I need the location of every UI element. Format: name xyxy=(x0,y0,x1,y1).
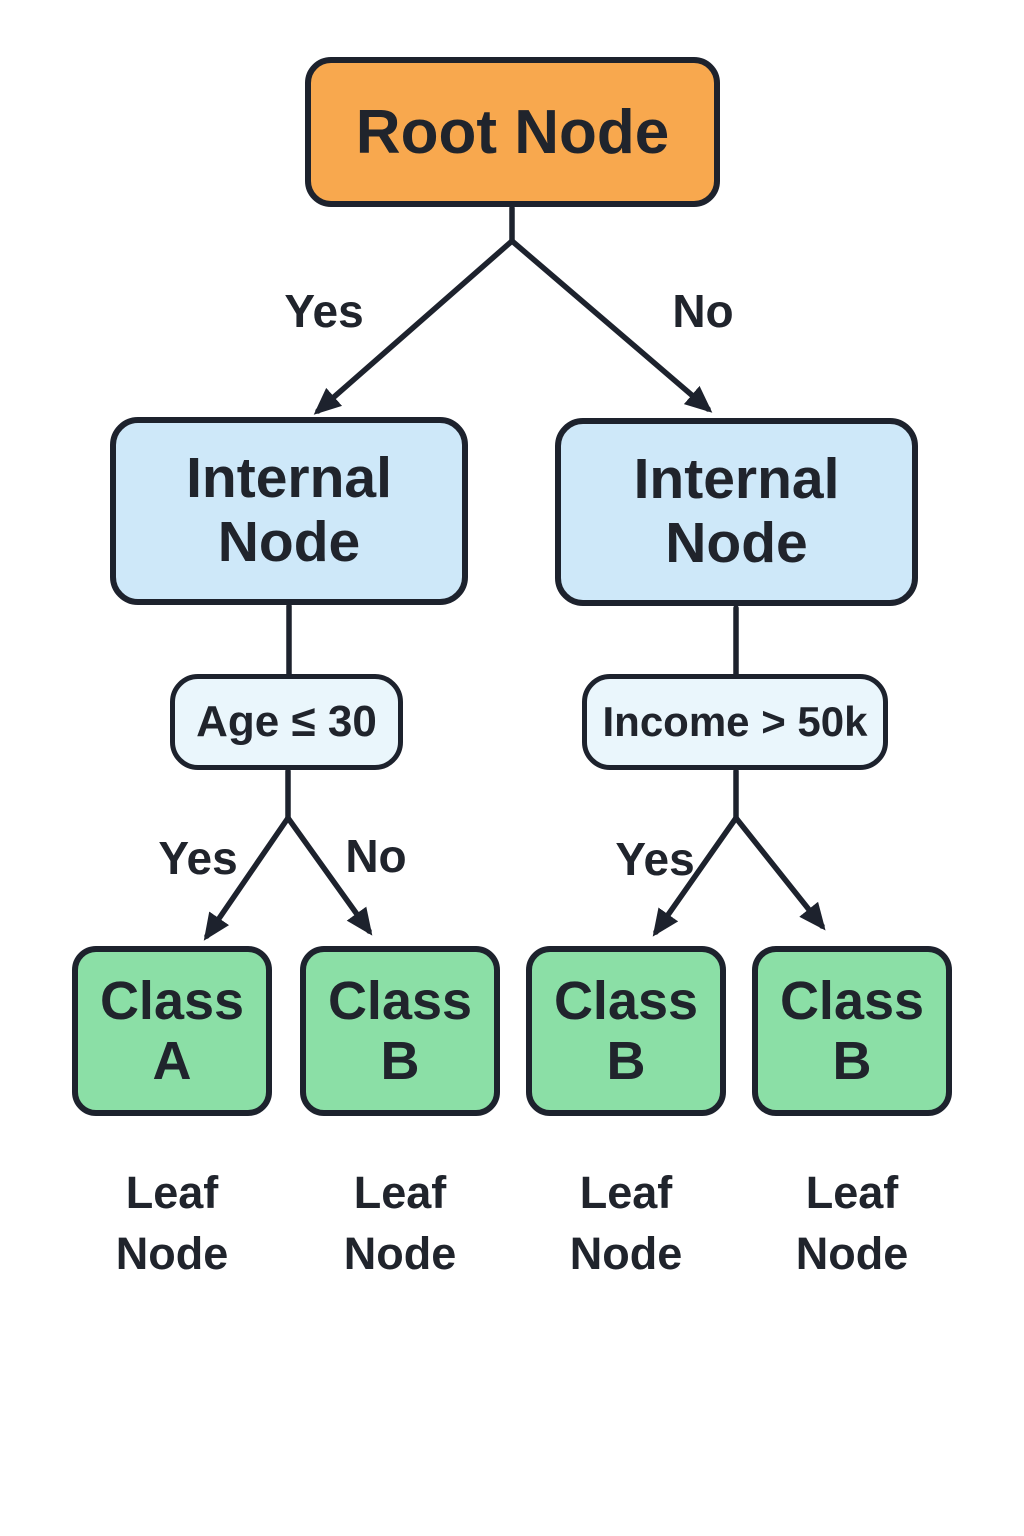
edge-label-root-yes: Yes xyxy=(284,285,364,337)
condition-income-node: Income > 50k xyxy=(582,674,888,770)
edge-condition-income-to-leaf-2 xyxy=(652,815,739,937)
edge-label-root-no: No xyxy=(672,285,734,337)
internal-node-right-label: Internal Node xyxy=(633,447,840,575)
edge-condition-age-to-leaf-1 xyxy=(285,815,373,936)
condition-age-label: Age ≤ 30 xyxy=(196,697,377,746)
edge-label-age-yes: Yes xyxy=(158,832,238,884)
condition-age-node: Age ≤ 30 xyxy=(170,674,403,770)
leaf-node-class-b-1-label: Class B xyxy=(327,970,473,1091)
leaf-node-class-a: Class A xyxy=(72,946,272,1116)
internal-node-left: Internal Node xyxy=(110,417,468,605)
leaf-node-class-a-label: Class A xyxy=(99,970,245,1091)
edge-label-income-yes: Yes xyxy=(615,833,695,885)
edge-condition-age-to-leaf-0 xyxy=(203,815,291,941)
edge-root-to-internal-right xyxy=(509,238,713,413)
internal-node-left-label: Internal Node xyxy=(186,446,392,574)
leaf-node-class-b-2-label: Class B xyxy=(553,970,699,1091)
leaf-node-class-b-3-label: Class B xyxy=(779,970,925,1091)
internal-node-right: Internal Node xyxy=(555,418,918,606)
root-node-label: Root Node xyxy=(355,97,670,167)
edge-condition-income-to-leaf-3 xyxy=(733,815,826,931)
leaf-caption-2: Leaf Node xyxy=(569,1167,683,1279)
leaf-node-class-b-2: Class B xyxy=(526,946,726,1116)
root-node: Root Node xyxy=(305,57,720,207)
condition-income-label: Income > 50k xyxy=(602,698,868,745)
leaf-caption-3: Leaf Node xyxy=(795,1167,909,1279)
leaf-node-class-b-1: Class B xyxy=(300,946,500,1116)
edge-root-to-internal-left xyxy=(313,238,515,415)
edge-label-age-no: No xyxy=(345,830,407,882)
leaf-caption-0: Leaf Node xyxy=(115,1167,229,1279)
leaf-node-class-b-3: Class B xyxy=(752,946,952,1116)
leaf-caption-1: Leaf Node xyxy=(343,1167,457,1279)
